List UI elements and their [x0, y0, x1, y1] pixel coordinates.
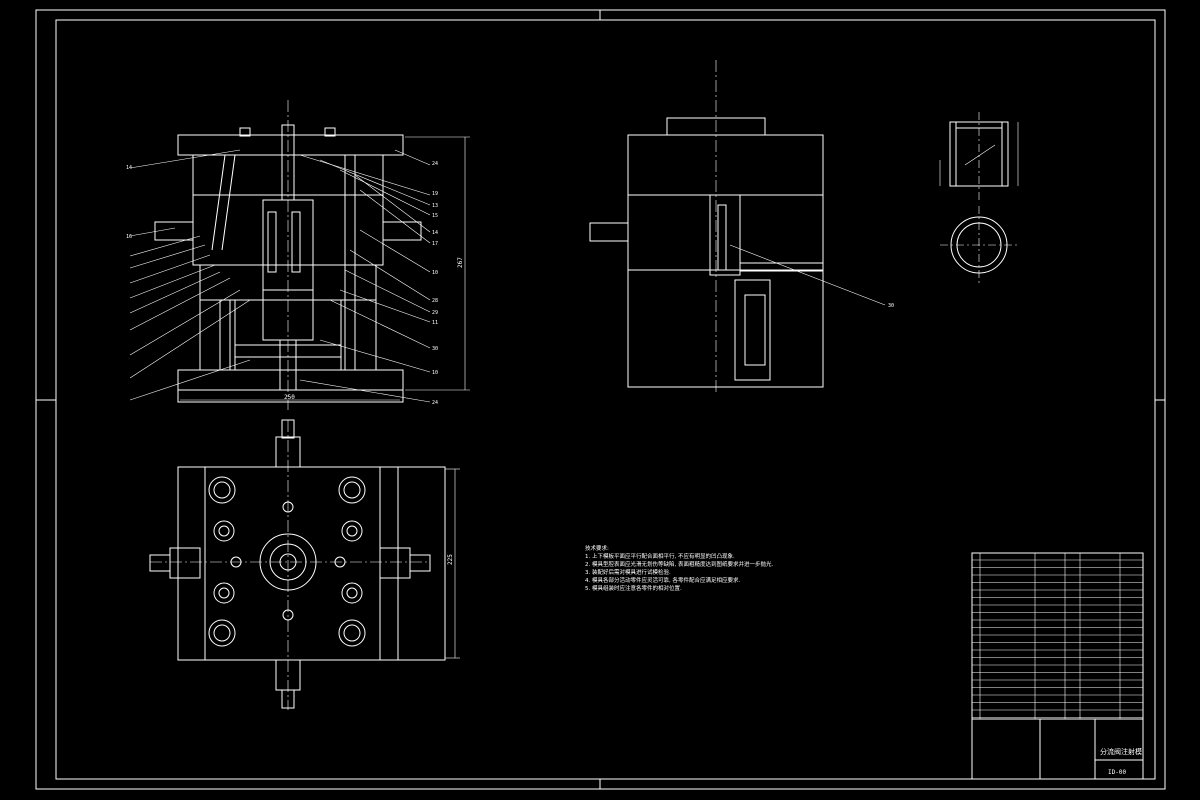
part-labels: 14 16 24 19 13 15 14 17 10 28 29 11 30 1… [126, 161, 894, 406]
tech-notes-heading: 技术要求: [585, 546, 609, 552]
dim-overall-height: 267 [457, 257, 464, 268]
bom-table-rows [972, 559, 1143, 718]
tech-note-line: 1. 上下模板平面应平行配合面相平行, 不应有明显的凹凸现象. [585, 554, 735, 560]
title-block [971, 552, 1144, 780]
drawing-code: ID-00 [1108, 769, 1127, 776]
tech-note-line: 2. 模具型腔表面应光滑无划伤等缺陷, 表面粗糙度达到图纸要求并进一步抛光. [585, 562, 774, 568]
svg-text:29: 29 [432, 310, 438, 316]
svg-text:13: 13 [432, 203, 438, 209]
svg-text:10: 10 [432, 370, 438, 376]
sheet-frame [35, 9, 1166, 790]
svg-text:15: 15 [432, 213, 438, 219]
leaders-left [129, 149, 251, 401]
main-section-view [154, 100, 470, 410]
svg-text:30: 30 [432, 346, 438, 352]
svg-text:16: 16 [126, 234, 132, 240]
dim-plan-height: 225 [447, 554, 454, 565]
svg-text:24: 24 [432, 400, 438, 406]
drawing-title: 分流阀注射模 [1100, 748, 1142, 756]
plan-view [149, 419, 460, 710]
svg-text:17: 17 [432, 241, 438, 247]
svg-text:14: 14 [432, 230, 438, 236]
tech-note-line: 5. 模具组装时应注意各零件的相对位置. [585, 586, 682, 592]
leaders-right [299, 149, 431, 403]
svg-text:14: 14 [126, 165, 132, 171]
svg-text:19: 19 [432, 191, 438, 197]
tech-note-line: 3. 装配好后需对模具进行试模检验. [585, 570, 671, 576]
svg-text:11: 11 [432, 320, 438, 326]
svg-text:10: 10 [432, 270, 438, 276]
svg-text:30: 30 [888, 303, 894, 309]
svg-text:24: 24 [432, 161, 438, 167]
technical-notes: 技术要求: 1. 上下模板平面应平行配合面相平行, 不应有明显的凹凸现象. 2.… [585, 545, 800, 593]
dim-bottom-width: 250 [284, 394, 295, 401]
svg-text:28: 28 [432, 298, 438, 304]
part-detail-view [939, 112, 1019, 284]
tech-note-line: 4. 模具各部分活动零件应灵活可靠, 各零件配合应满足相应要求. [585, 578, 741, 584]
side-section-view [589, 60, 886, 395]
